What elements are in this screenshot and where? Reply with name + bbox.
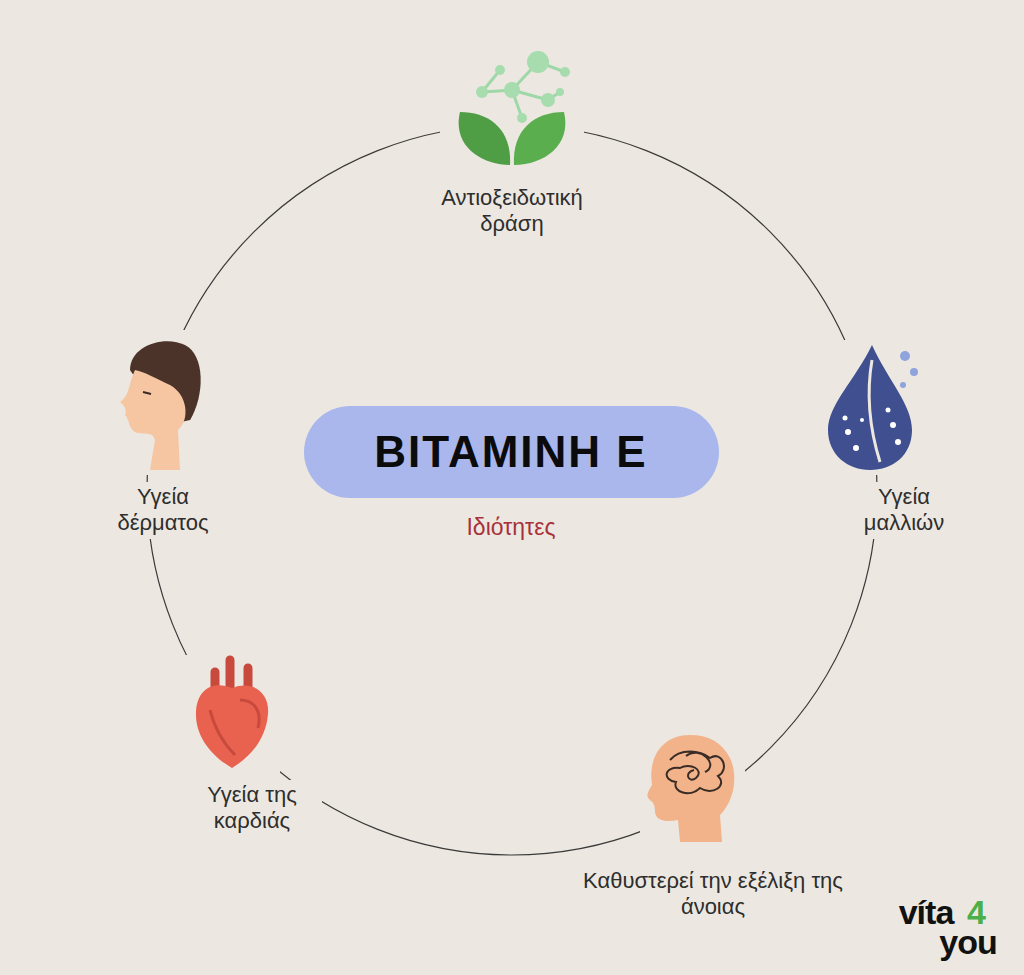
property-label: Αντιοξειδωτική δράση [407,183,617,240]
title-pill: ΒΙΤΑΜΙΝΗ Ε [304,406,719,498]
property-label: Υγεία της καρδιάς [182,780,322,837]
logo-text: 4 [967,895,985,929]
heart-icon [185,655,280,775]
antioxidant-icon [440,40,584,175]
brain-head-icon [640,728,745,846]
ring [147,125,877,855]
logo-text: you [939,925,996,959]
property-label: Υγεία μαλλιών [834,482,974,539]
property-label: Υγεία δέρματος [88,482,238,539]
logo-text: víta [899,895,954,929]
property-label: Καθυστερεί την εξέλιξη της άνοιας [573,866,853,923]
pill-text: ΒΙΤΑΜΙΝΗ Ε [374,427,647,477]
face-icon [100,330,210,475]
hair-drop-icon [820,340,920,475]
subtitle-label: Ιδιότητες [411,512,611,544]
